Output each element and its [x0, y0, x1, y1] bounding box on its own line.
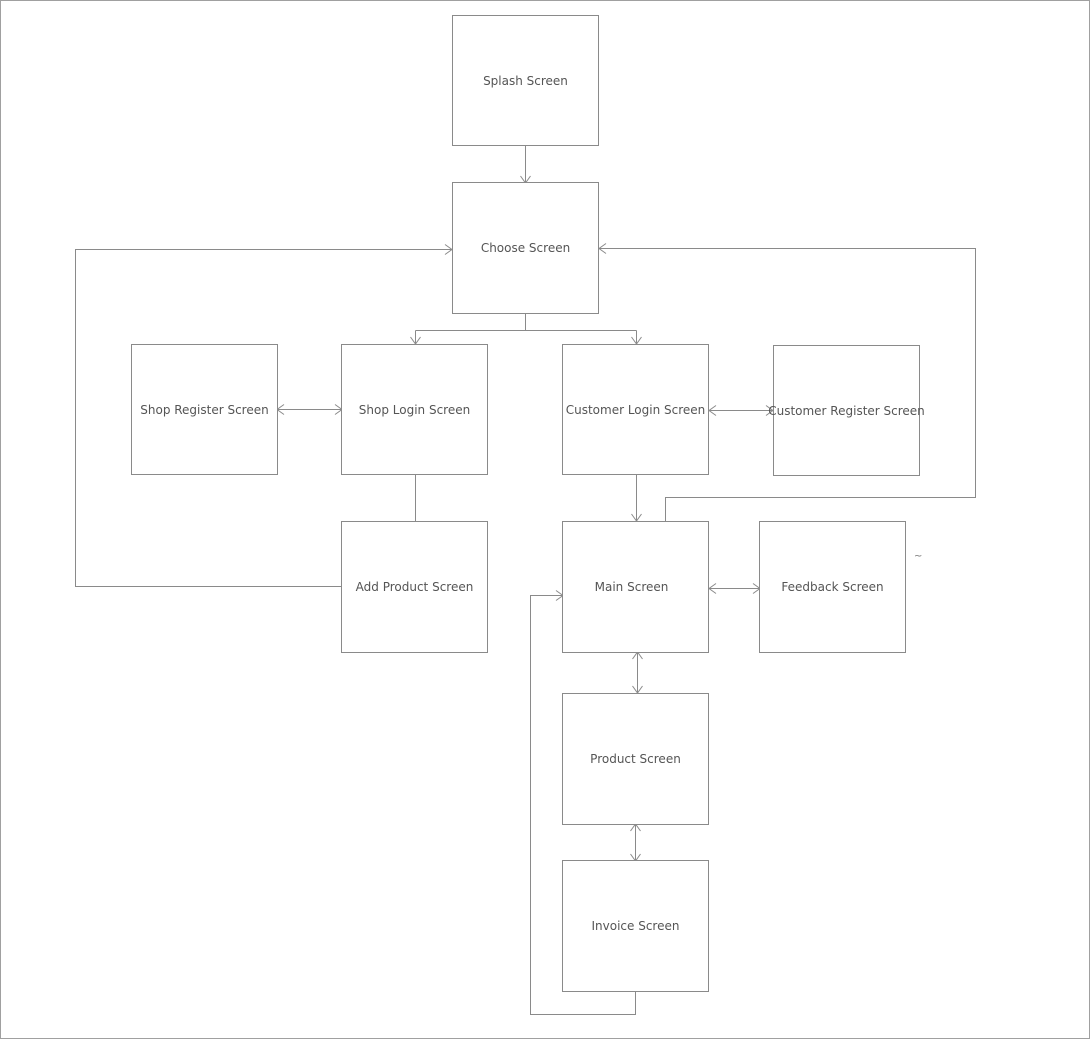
- customer-register-screen-label: Customer Register Screen: [768, 403, 925, 418]
- edge-add-product-to-choose: [75, 249, 452, 587]
- customer-login-screen-node[interactable]: Customer Login Screen: [562, 344, 709, 475]
- invoice-screen-label: Invoice Screen: [591, 919, 680, 933]
- splash-screen-node[interactable]: Splash Screen: [452, 15, 599, 146]
- feedback-screen-node[interactable]: Feedback Screen: [759, 521, 906, 653]
- arrowhead-choose-right: [598, 243, 607, 254]
- shop-login-screen-label: Shop Login Screen: [358, 402, 471, 417]
- choose-screen-node[interactable]: Choose Screen: [452, 182, 599, 314]
- edge-invoice-to-main: [530, 595, 636, 1015]
- edge-main-to-choose: [599, 248, 976, 521]
- shop-register-screen-label: Shop Register Screen: [140, 402, 269, 417]
- customer-login-screen-label: Customer Login Screen: [565, 402, 706, 417]
- main-screen-label: Main Screen: [594, 580, 669, 594]
- invoice-screen-node[interactable]: Invoice Screen: [562, 860, 709, 992]
- add-product-screen-node[interactable]: Add Product Screen: [341, 521, 488, 653]
- stray-mark: ~: [914, 551, 923, 562]
- arrowhead-main-right: [708, 583, 717, 594]
- add-product-screen-label: Add Product Screen: [355, 580, 474, 594]
- product-screen-node[interactable]: Product Screen: [562, 693, 709, 825]
- main-screen-node[interactable]: Main Screen: [562, 521, 709, 653]
- edge-choose-split: [415, 314, 637, 344]
- shop-register-screen-node[interactable]: Shop Register Screen: [131, 344, 278, 475]
- product-screen-label: Product Screen: [590, 752, 681, 766]
- customer-register-screen-node[interactable]: Customer Register Screen: [768, 345, 925, 476]
- shop-login-screen-node[interactable]: Shop Login Screen: [341, 344, 488, 475]
- feedback-screen-label: Feedback Screen: [781, 580, 884, 594]
- choose-screen-label: Choose Screen: [480, 241, 571, 255]
- arrowhead-customer-login-right: [708, 405, 717, 416]
- splash-screen-label: Splash Screen: [483, 73, 568, 88]
